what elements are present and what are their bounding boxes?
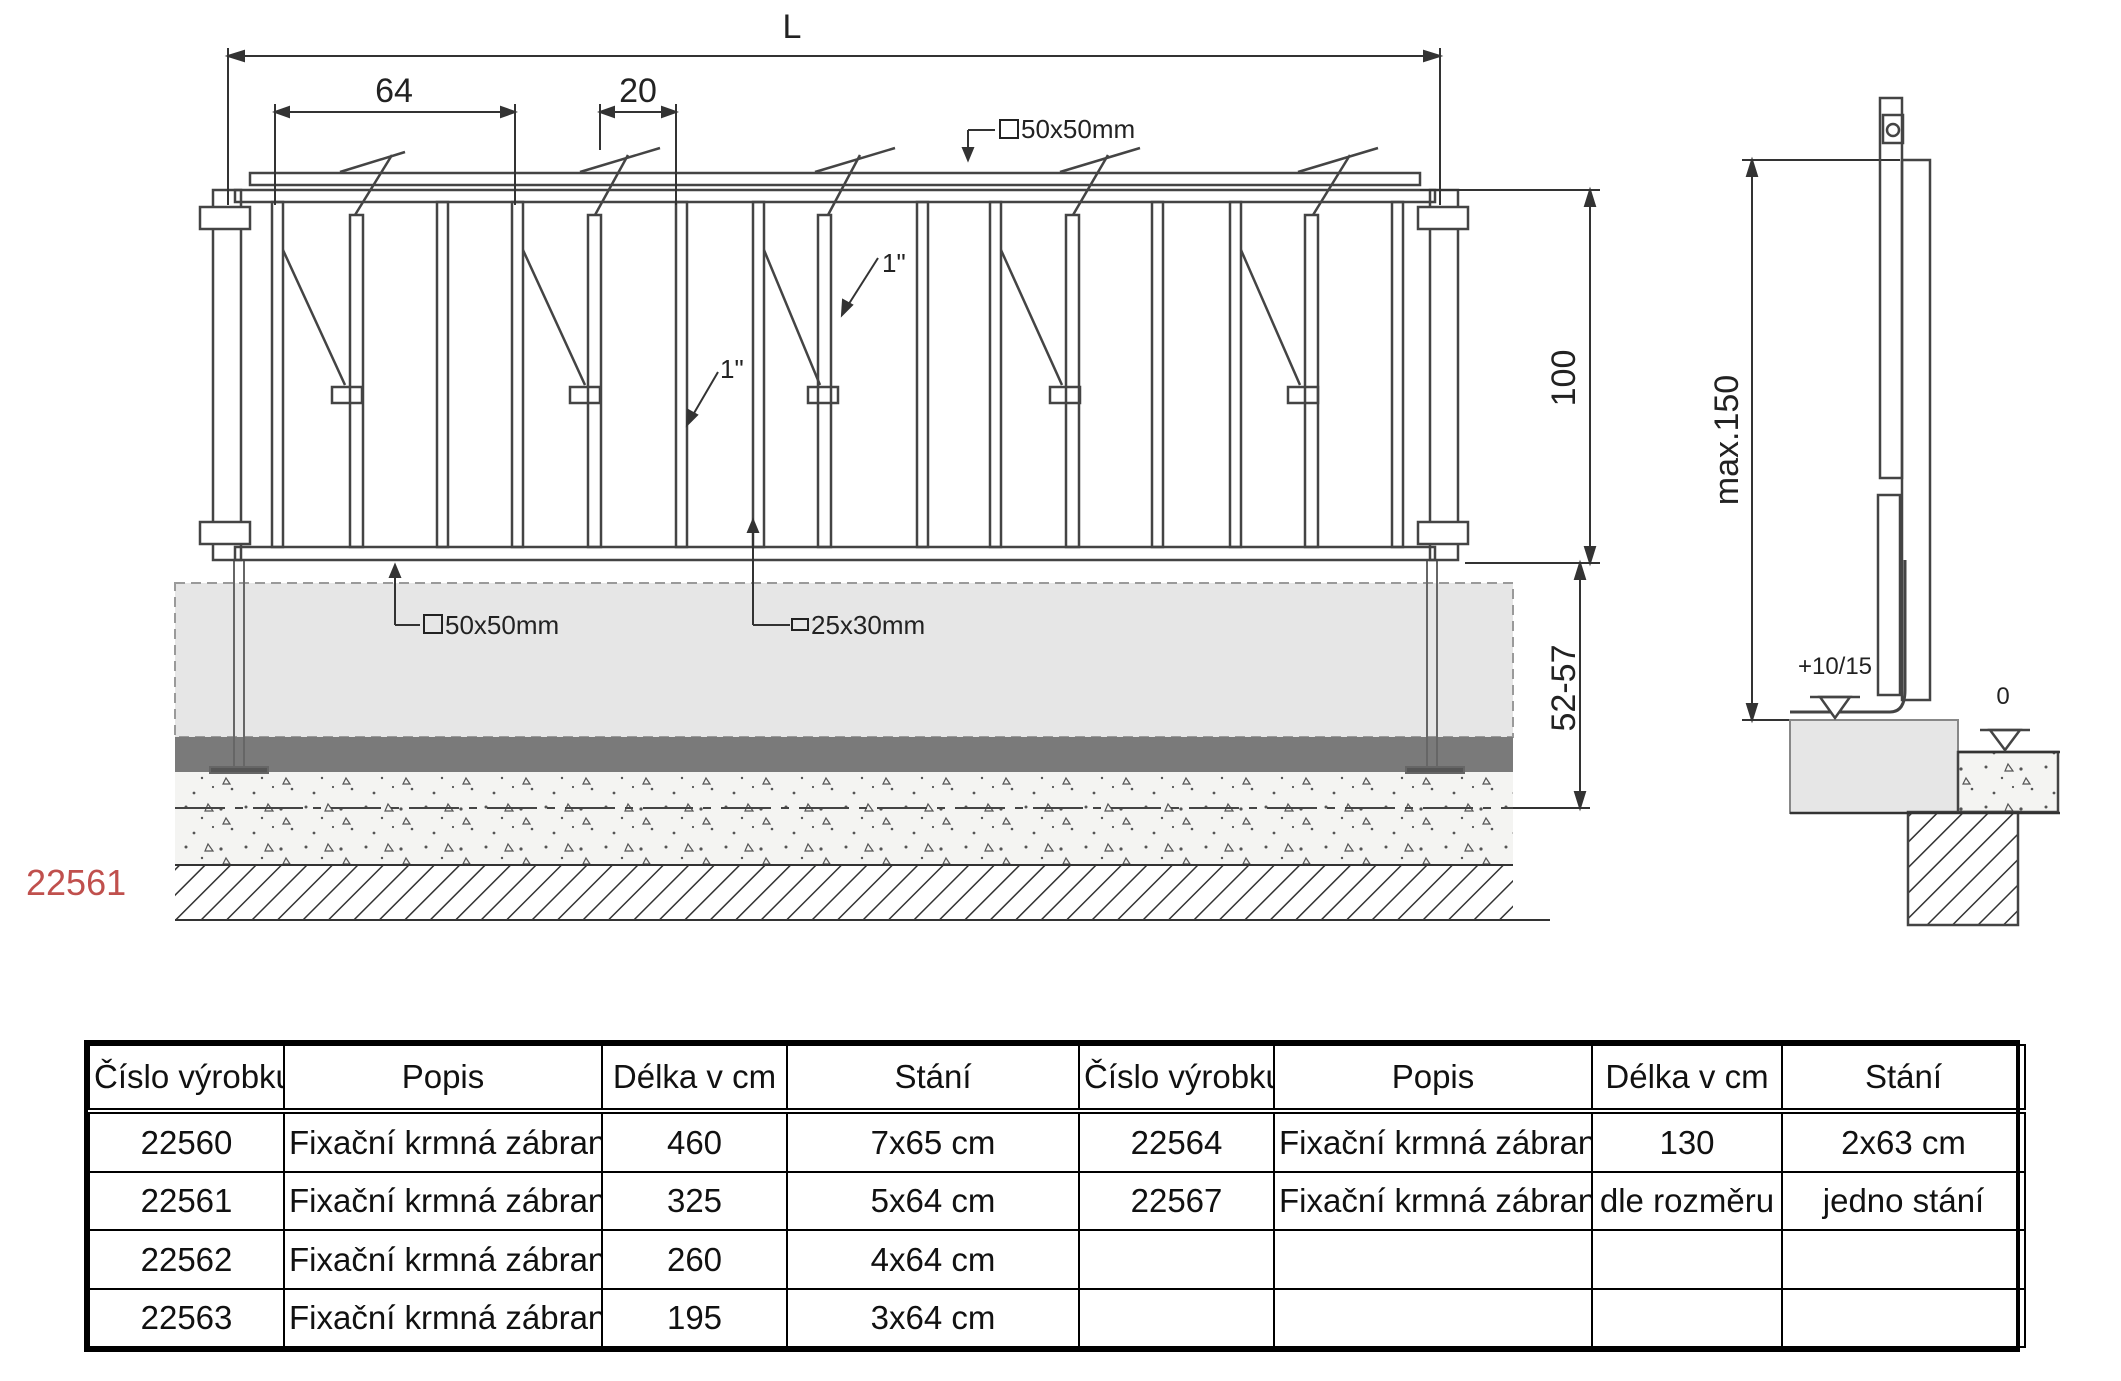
header-stalls: Stání — [786, 1044, 1080, 1114]
feed-barrier-drawing: L 64 20 100 52-57 max.150 50x50mm 50x50m… — [174, 8, 2060, 927]
svg-text:25x30mm: 25x30mm — [811, 610, 925, 640]
table-row: 22563 Fixační krmná zábrana 195 3x64 cm — [88, 1287, 2026, 1349]
cell-length: 260 — [601, 1229, 788, 1290]
pipe-label-a: 1" — [720, 354, 744, 384]
product-code-label: 22561 — [26, 862, 127, 903]
cell-product-number: 22560 — [88, 1109, 285, 1174]
cell-stalls — [1781, 1287, 2026, 1349]
header-stalls: Stání — [1781, 1044, 2026, 1114]
cell-stalls: 2x63 cm — [1781, 1109, 2026, 1174]
cell-description: Fixační krmná zábrana — [283, 1229, 603, 1290]
frame — [198, 171, 1470, 562]
bay-2 — [435, 146, 661, 549]
table-row: 22560 Fixační krmná zábrana 460 7x65 cm … — [88, 1109, 2026, 1174]
cell-stalls — [1781, 1229, 2026, 1290]
cell-length: dle rozměru — [1591, 1171, 1783, 1232]
header-length: Délka v cm — [1591, 1044, 1783, 1114]
product-table: Číslo výrobku Popis Délka v cm Stání Čís… — [84, 1040, 2026, 1352]
cell-product-number — [1078, 1287, 1275, 1349]
zero-level-label: 0 — [1996, 683, 2009, 710]
cell-stalls: 3x64 cm — [786, 1287, 1080, 1349]
cell-stalls: 7x65 cm — [786, 1109, 1080, 1174]
bay-5 — [1150, 146, 1405, 549]
cell-description — [1273, 1229, 1593, 1290]
bay-4 — [915, 146, 1141, 549]
dim-length-label: L — [783, 8, 802, 46]
bay-1 — [270, 150, 406, 549]
header-description: Popis — [1273, 1044, 1593, 1114]
header-product-number: Číslo výrobku — [88, 1044, 285, 1114]
pipe-label-b: 1" — [882, 248, 906, 278]
table-row: 22561 Fixační krmná zábrana 325 5x64 cm … — [88, 1171, 2026, 1232]
cell-description: Fixační krmná zábrana — [1273, 1109, 1593, 1174]
header-product-number: Číslo výrobku — [1078, 1044, 1275, 1114]
cell-stalls: 4x64 cm — [786, 1229, 1080, 1290]
dimension-lines — [224, 48, 1900, 812]
dim-max-height-label: max.150 — [1708, 375, 1746, 505]
floor-offset-label: +10/15 — [1798, 653, 1872, 680]
base-layers — [174, 582, 1550, 921]
dim-base-height-label: 52-57 — [1545, 645, 1583, 732]
base-posts — [209, 560, 1465, 774]
header-description: Popis — [283, 1044, 603, 1114]
leader-lines — [388, 129, 995, 626]
svg-text:50x50mm: 50x50mm — [1021, 114, 1135, 144]
cell-description: Fixační krmná zábrana — [283, 1287, 603, 1349]
cell-product-number: 22567 — [1078, 1171, 1275, 1232]
cell-length: 325 — [601, 1171, 788, 1232]
cell-description: Fixační krmná zábrana — [283, 1171, 603, 1232]
dim-neck-gap-label: 20 — [619, 72, 657, 110]
cell-product-number: 22564 — [1078, 1109, 1275, 1174]
inner-rail-label: 25x30mm — [791, 610, 925, 640]
top-rail-label: 50x50mm — [999, 114, 1135, 144]
table-row: 22562 Fixační krmná zábrana 260 4x64 cm — [88, 1229, 2026, 1290]
bay-3 — [674, 146, 896, 549]
stall-bars — [270, 146, 1405, 549]
header-length: Délka v cm — [601, 1044, 788, 1114]
cell-length: 130 — [1591, 1109, 1783, 1174]
cell-product-number: 22562 — [88, 1229, 285, 1290]
cell-description: Fixační krmná zábrana — [1273, 1171, 1593, 1232]
cell-stalls: jedno stání — [1781, 1171, 2026, 1232]
table-header-row: Číslo výrobku Popis Délka v cm Stání Čís… — [88, 1044, 2026, 1114]
cell-product-number — [1078, 1229, 1275, 1290]
cell-length: 460 — [601, 1109, 788, 1174]
svg-text:50x50mm: 50x50mm — [445, 610, 559, 640]
dim-stall-spacing-label: 64 — [375, 72, 413, 110]
cell-length — [1591, 1287, 1783, 1349]
cell-length: 195 — [601, 1287, 788, 1349]
side-view — [1789, 96, 2060, 927]
cell-stalls: 5x64 cm — [786, 1171, 1080, 1232]
cell-description: Fixační krmná zábrana — [283, 1109, 603, 1174]
dim-height-label: 100 — [1545, 350, 1583, 407]
cell-length — [1591, 1229, 1783, 1290]
cell-product-number: 22561 — [88, 1171, 285, 1232]
cell-description — [1273, 1287, 1593, 1349]
bottom-rail-label: 50x50mm — [423, 610, 559, 640]
cell-product-number: 22563 — [88, 1287, 285, 1349]
